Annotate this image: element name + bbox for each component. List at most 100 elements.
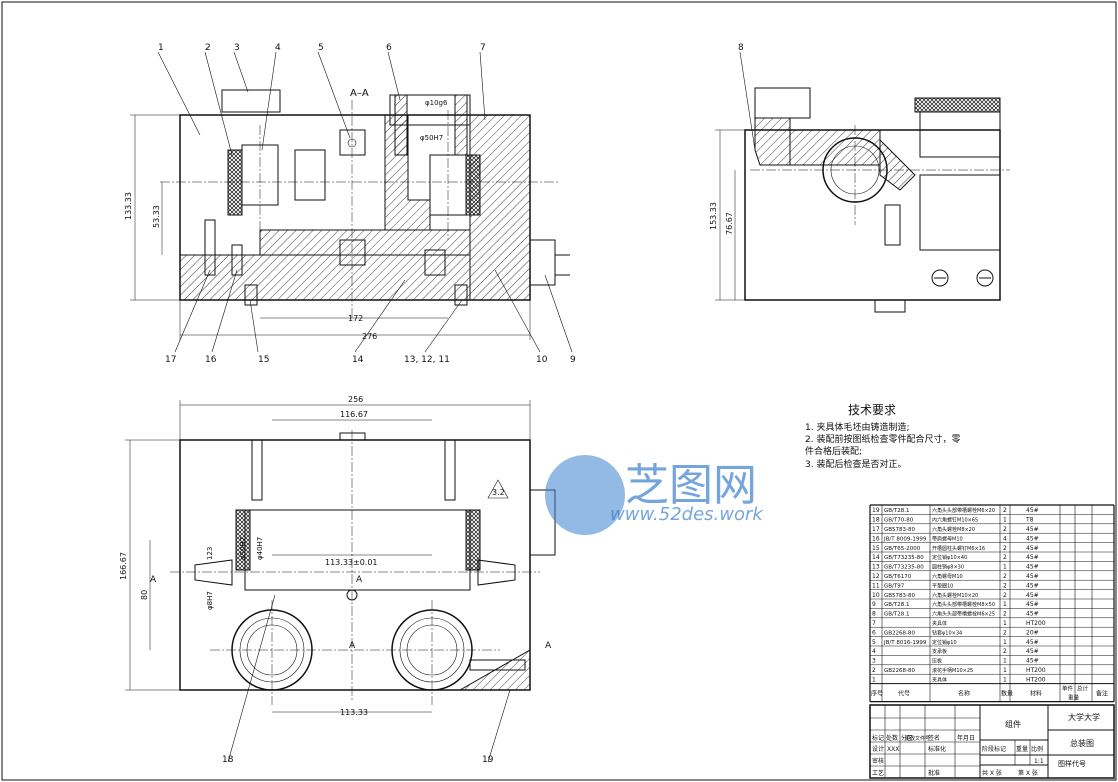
title-row-label-2: 处数	[886, 734, 898, 742]
bom-header-remark: 备注	[1096, 690, 1108, 698]
title-person-3: 标准化	[928, 745, 946, 753]
bom-row-code: GB/T97	[884, 583, 905, 589]
bom-row-name: 开槽圆柱头螺钉M6×16	[932, 545, 985, 552]
bom-row-number: 10	[872, 592, 880, 599]
title-drawing-no: 图样代号	[1058, 759, 1086, 768]
title-person-4: 审核	[872, 757, 884, 765]
title-school: 大学大学	[1068, 712, 1100, 722]
bom-row-number: 12	[872, 573, 880, 580]
bom-row-name: 定位销φ10×40	[932, 554, 967, 561]
bom-row-material: HT200	[1026, 620, 1046, 627]
bom-row-number: 1	[872, 676, 876, 683]
callout-18: 18	[222, 755, 234, 765]
plan-view: 256 116.67 166.67 80 113.33±0.01 113.33 …	[119, 395, 556, 765]
dim-plan-height-left: 80	[140, 590, 149, 600]
bom-row-number: 19	[872, 507, 880, 514]
bom-header-total: 总计	[1077, 685, 1089, 693]
bom-row-material: HT200	[1026, 667, 1046, 674]
bom-row-qty: 2	[1003, 629, 1007, 636]
bom-row-material: 45#	[1026, 564, 1039, 571]
side-view: 153.33 76.67 8	[709, 43, 1010, 313]
bom-row-code: GB/T65-2000	[884, 546, 921, 552]
bom-row-qty: 1	[1003, 676, 1007, 683]
tech-req-line-1: 1. 夹具体毛坯由铸造制造;	[805, 421, 909, 433]
title-person-6: 批准	[928, 769, 940, 777]
bom-row-material: 45#	[1026, 601, 1039, 608]
bom-row-number: 16	[872, 535, 880, 542]
dim-plan-width-top: 116.67	[340, 410, 368, 419]
title-scale-label: 比例	[1031, 745, 1043, 753]
title-weight-label: 重量	[1016, 745, 1028, 753]
callout-14: 14	[352, 355, 364, 365]
dim-front-bore-main: φ50H7	[420, 134, 443, 142]
bom-row-number: 11	[872, 582, 880, 589]
bom-row-number: 3	[872, 658, 876, 665]
bom-row-qty: 2	[1003, 545, 1007, 552]
bom-row-qty: 1	[1003, 601, 1007, 608]
dim-plan-dia-b: φ40H7	[256, 537, 264, 560]
section-mark-left: A	[150, 575, 157, 585]
bom-row-name: 六角螺母M10	[932, 573, 963, 580]
bom-row-code: JB/T 8009-1999	[883, 536, 927, 542]
bom-row-code: JB/T 8016-1999	[883, 640, 927, 646]
bom-header-qty: 数量	[1001, 690, 1013, 698]
section-mark-low: A	[349, 641, 356, 651]
bom-row-number: 17	[872, 526, 880, 533]
bom-row-qty: 2	[1003, 582, 1007, 589]
bom-row-name: 内六角螺钉M10×65	[932, 517, 978, 524]
bom-row-name: 钻套φ10×34	[932, 629, 962, 636]
bom-row-material: 45#	[1026, 573, 1039, 580]
bom-row-material: 45#	[1026, 526, 1039, 533]
bom-row-name: 六角头螺栓M10×20	[932, 592, 978, 599]
bom-header-unit: 单件	[1062, 685, 1074, 693]
title-row-label-6: 年月日	[957, 734, 975, 742]
title-scale: 1:1	[1034, 758, 1044, 765]
bom-row-qty: 2	[1003, 554, 1007, 561]
bom-row-qty: 1	[1003, 658, 1007, 665]
callout-9: 9	[570, 355, 576, 365]
front-section-view: A–A	[124, 43, 576, 365]
bom-row-code: GB/T73235-80	[884, 565, 924, 571]
tech-req-title: 技术要求	[848, 403, 896, 417]
tech-req-line-4: 3. 装配后检查是否对正。	[805, 458, 906, 470]
dim-plan-bottom-dist: 113.33	[340, 708, 368, 717]
bom-row-number: 2	[872, 667, 876, 674]
bom-row-name: 圆柱销φ8×30	[932, 564, 964, 571]
bom-row-number: 5	[872, 639, 876, 646]
callout-13-12-11: 13, 12, 11	[404, 355, 450, 365]
bom-row-code: GB/T73235-80	[884, 555, 924, 561]
dim-front-width-inner: 172	[348, 314, 363, 323]
callout-10: 10	[536, 355, 548, 365]
bom-row-name: 六角头头部带槽螺栓M8×50	[932, 601, 995, 608]
title-person-1: 设计	[872, 745, 884, 753]
callout-1: 1	[158, 43, 164, 53]
dim-front-height-inner: 53.33	[152, 205, 161, 228]
bom-row-qty: 2	[1003, 526, 1007, 533]
bom-row-name: 平垫圈10	[932, 582, 953, 589]
bom-row-qty: 2	[1003, 573, 1007, 580]
callout-19: 19	[482, 755, 494, 765]
bom-row-material: T8	[1025, 517, 1034, 524]
roughness-symbol: 3.2	[492, 488, 505, 497]
callout-15: 15	[258, 355, 269, 365]
callout-6: 6	[386, 43, 392, 53]
title-row-label-3: 分区	[901, 734, 913, 742]
title-person-2: XXX	[887, 746, 899, 753]
bom-row-number: 13	[872, 564, 880, 571]
bom-header-code: 代号	[898, 690, 910, 698]
bom-row-number: 18	[872, 517, 880, 524]
bom-row-code: GB/T28.1	[884, 612, 910, 618]
bom-row-material: 45#	[1026, 507, 1039, 514]
bom-row-code: GB2268-80	[884, 668, 916, 674]
technical-requirements: 技术要求 1. 夹具体毛坯由铸造制造; 2. 装配前按图纸检查零件配合尺寸，零 …	[805, 403, 960, 470]
watermark: 芝图网 www.52des.work	[545, 455, 764, 535]
callout-16: 16	[205, 355, 217, 365]
title-row-label-5: 签名	[928, 734, 940, 742]
bom-row-number: 14	[872, 554, 880, 561]
bom-row-code: GB2268-80	[884, 630, 916, 636]
bom-header-weight: 重量	[1068, 694, 1080, 702]
bom-row-qty: 1	[1003, 517, 1007, 524]
dim-plan-dia-c: φ8H7	[206, 591, 214, 610]
